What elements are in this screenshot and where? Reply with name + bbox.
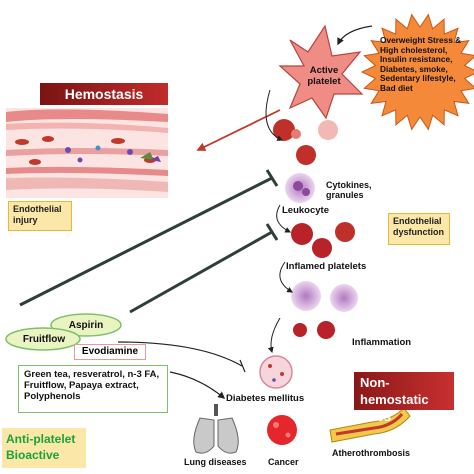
leukocyte-label: Leukocyte (282, 205, 329, 216)
aspirin-label: Aspirin (68, 320, 104, 331)
active-platelet-label: Active platelet (307, 65, 341, 87)
cancer-cell-icon (267, 415, 297, 445)
cancer-label: Cancer (268, 457, 299, 467)
inflammation-label: Inflammation (352, 337, 412, 348)
inflamed-platelets-icon (291, 222, 355, 258)
leukocyte-icon (285, 173, 315, 203)
platelet-cluster (273, 119, 338, 165)
arrows (19, 25, 373, 399)
non-hemostatic-banner: Non-hemostatic roles (354, 372, 454, 424)
polyphenols-box: Green tea, resveratrol, n-3 FA, Fruitflo… (18, 365, 168, 413)
bioactive-capsules (5, 313, 122, 351)
inflammation-cells (291, 281, 358, 339)
evodiamine-box: Evodiamine (74, 344, 146, 360)
diabetes-mellitus-label: Diabetes mellitus (226, 393, 305, 404)
active-platelet-icon (278, 24, 364, 120)
hemostasis-banner: Hemostasis (40, 83, 168, 105)
atherothrombosis-label: Atherothrombosis (332, 448, 411, 458)
lungs-icon (193, 404, 239, 454)
inflamed-platelets-label: Inflamed platelets (286, 261, 367, 272)
endothelial-dysfunction-label: Endothelial dysfunction (388, 213, 450, 245)
atherothrombosis-icon (329, 407, 411, 443)
endothelial-injury-label: Endothelial injury (8, 201, 72, 231)
blood-vessel-illustration (6, 108, 168, 198)
diabetes-cell-icon (259, 355, 293, 389)
lung-diseases-label: Lung diseases (184, 457, 247, 467)
anti-platelet-bioactive-label: Anti-platelet Bioactive (2, 428, 86, 468)
fruitflow-label: Fruitflow (22, 334, 66, 345)
cytokines-label: Cytokines, granules (326, 180, 372, 201)
risk-factors-text: Overweight Stress & High cholesterol, In… (380, 35, 462, 93)
risk-factor-star (360, 13, 474, 131)
